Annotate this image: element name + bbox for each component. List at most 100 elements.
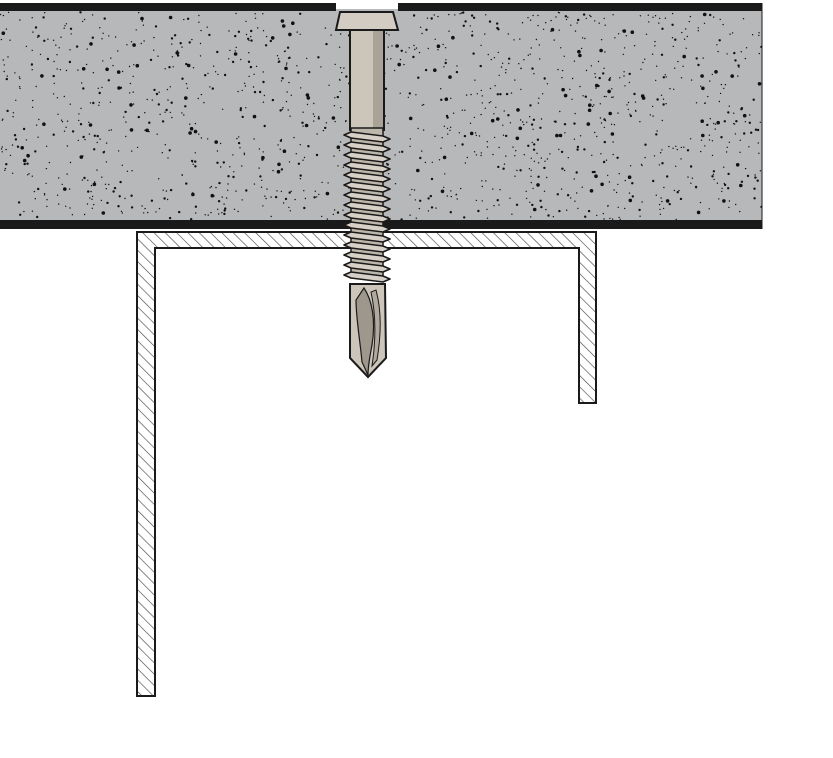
speckle-dot <box>1 146 3 148</box>
speckle-dot <box>714 123 717 125</box>
speckle-dot <box>175 51 179 55</box>
speckle-dot <box>164 144 166 146</box>
speckle-dot <box>477 209 480 213</box>
speckle-dot <box>759 170 762 172</box>
speckle-dot <box>339 67 342 69</box>
speckle-dot <box>644 143 647 146</box>
speckle-dot <box>164 68 166 70</box>
speckle-dot <box>282 202 285 204</box>
speckle-dot <box>336 95 339 99</box>
speckle-dot <box>690 79 693 81</box>
speckle-dot <box>748 146 750 148</box>
speckle-dot <box>55 44 57 46</box>
speckle-dot <box>508 62 510 65</box>
speckle-dot <box>184 105 187 108</box>
speckle-dot <box>474 79 476 81</box>
speckle-dot <box>558 29 560 31</box>
speckle-dot <box>588 103 592 107</box>
speckle-dot <box>509 122 512 124</box>
speckle-dot <box>598 22 600 24</box>
speckle-dot <box>442 43 444 46</box>
speckle-dot <box>558 148 560 151</box>
speckle-dot <box>709 13 712 17</box>
speckle-dot <box>733 51 736 55</box>
speckle-dot <box>433 14 435 16</box>
speckle-dot <box>11 144 14 146</box>
speckle-dot <box>739 210 741 213</box>
speckle-dot <box>207 138 209 140</box>
speckle-dot <box>318 115 320 118</box>
speckle-dot <box>697 30 699 32</box>
speckle-dot <box>52 74 55 78</box>
speckle-dot <box>199 42 202 45</box>
speckle-dot <box>339 90 341 93</box>
speckle-dot <box>90 184 93 187</box>
speckle-dot <box>295 153 297 155</box>
speckle-dot <box>286 46 290 49</box>
speckle-dot <box>5 163 8 166</box>
speckle-dot <box>718 39 721 42</box>
speckle-dot <box>460 12 463 14</box>
speckle-dot <box>13 134 17 137</box>
speckle-dot <box>124 110 127 114</box>
speckle-dot <box>391 45 393 47</box>
speckle-dot <box>194 152 196 154</box>
speckle-dot <box>80 107 82 110</box>
speckle-dot <box>69 207 71 209</box>
speckle-dot <box>514 79 516 81</box>
speckle-dot <box>247 37 250 40</box>
speckle-dot <box>582 95 584 97</box>
speckle-dot <box>280 190 283 193</box>
speckle-dot <box>603 140 606 144</box>
speckle-dot <box>307 145 310 148</box>
speckle-dot <box>47 38 49 40</box>
speckle-dot <box>509 197 511 199</box>
speckle-dot <box>490 58 492 61</box>
speckle-dot <box>277 144 279 146</box>
speckle-dot <box>543 190 546 192</box>
speckle-dot <box>279 139 283 142</box>
speckle-dot <box>641 164 643 167</box>
speckle-dot <box>304 123 309 128</box>
speckle-dot <box>529 201 531 203</box>
speckle-dot <box>422 129 425 131</box>
speckle-dot <box>531 141 533 144</box>
speckle-dot <box>316 196 318 198</box>
speckle-dot <box>159 113 161 116</box>
speckle-dot <box>281 77 284 80</box>
speckle-dot <box>101 211 106 215</box>
speckle-dot <box>530 169 532 171</box>
speckle-dot <box>566 209 568 211</box>
speckle-dot <box>480 113 482 116</box>
speckle-dot <box>167 99 169 101</box>
speckle-dot <box>448 13 450 16</box>
speckle-dot <box>191 38 193 41</box>
speckle-dot <box>112 64 114 67</box>
speckle-dot <box>9 154 12 157</box>
speckle-dot <box>448 30 450 32</box>
speckle-dot <box>452 112 455 114</box>
speckle-dot <box>165 108 168 112</box>
speckle-dot <box>542 93 544 95</box>
speckle-dot <box>161 120 165 123</box>
speckle-dot <box>101 176 103 178</box>
speckle-dot <box>480 154 482 157</box>
speckle-dot <box>662 76 665 79</box>
speckle-dot <box>411 188 413 191</box>
speckle-dot <box>446 127 449 130</box>
speckle-dot <box>233 52 238 56</box>
speckle-dot <box>23 162 26 166</box>
speckle-dot <box>219 142 222 145</box>
speckle-dot <box>176 54 180 57</box>
speckle-dot <box>429 194 432 198</box>
speckle-dot <box>561 167 564 170</box>
speckle-dot <box>722 23 724 26</box>
speckle-dot <box>609 217 611 220</box>
speckle-dot <box>739 139 741 141</box>
speckle-dot <box>659 17 661 20</box>
speckle-dot <box>711 175 714 178</box>
speckle-dot <box>63 27 65 29</box>
speckle-dot <box>533 160 536 162</box>
speckle-dot <box>270 215 272 218</box>
